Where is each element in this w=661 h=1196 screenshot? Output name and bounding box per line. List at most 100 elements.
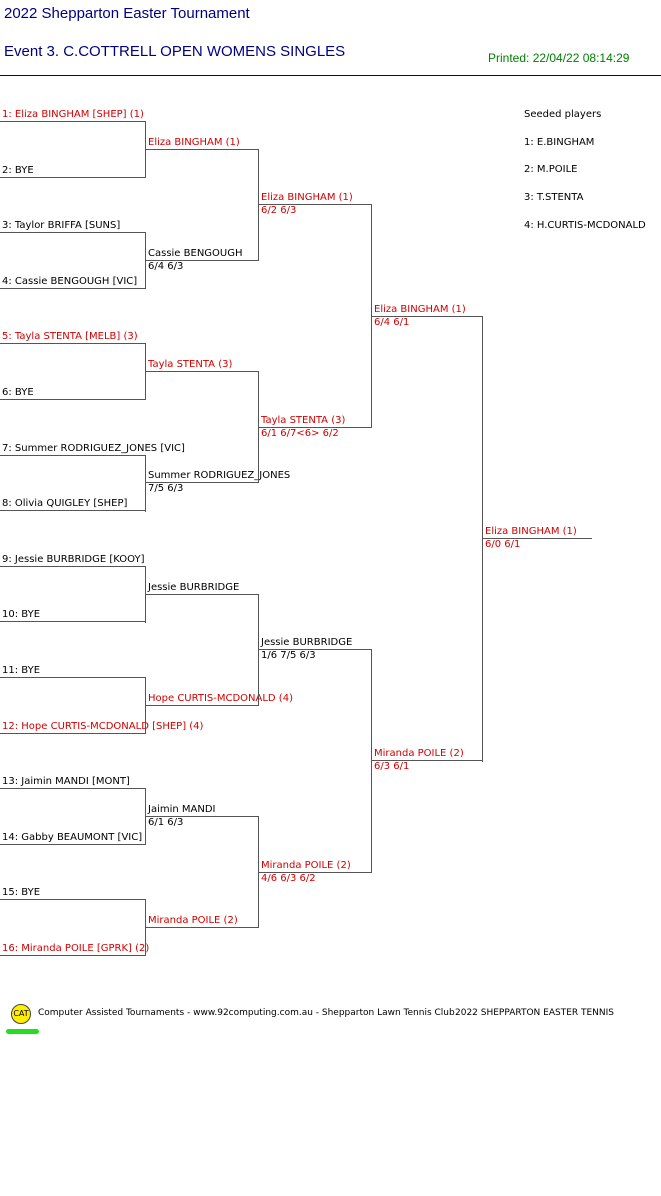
player-name: 10: BYE bbox=[2, 609, 41, 620]
bracket-line bbox=[258, 594, 259, 706]
footer-credit: Computer Assisted Tournaments - www.92co… bbox=[38, 1008, 455, 1018]
player-name: 12: Hope CURTIS-MCDONALD [SHEP] (4) bbox=[2, 721, 204, 732]
bracket-line bbox=[0, 955, 146, 956]
bracket-line bbox=[0, 343, 146, 344]
player-name: Cassie BENGOUGH bbox=[148, 248, 243, 259]
tournament-title: 2022 Shepparton Easter Tournament bbox=[4, 5, 250, 22]
bracket-line bbox=[0, 510, 146, 511]
match-score: 6/3 6/1 bbox=[374, 761, 410, 772]
bracket-line bbox=[145, 121, 146, 178]
bracket-line bbox=[258, 816, 259, 928]
player-name: Jessie BURBRIDGE bbox=[261, 637, 353, 648]
bracket-line bbox=[259, 872, 372, 873]
bracket-line bbox=[259, 204, 372, 205]
match-score: 6/0 6/1 bbox=[485, 539, 521, 550]
seed-entry: 4: H.CURTIS-MCDONALD bbox=[524, 220, 646, 231]
bracket-line bbox=[0, 788, 146, 789]
bracket-line bbox=[0, 399, 146, 400]
bracket-line bbox=[0, 288, 146, 289]
bracket-line bbox=[0, 844, 146, 845]
bracket-line bbox=[145, 677, 146, 734]
bracket-line bbox=[145, 232, 146, 289]
player-name: 2: BYE bbox=[2, 165, 34, 176]
match-score: 6/4 6/1 bbox=[374, 317, 410, 328]
bracket-line bbox=[258, 371, 259, 483]
cat-logo: CAT bbox=[11, 1004, 31, 1024]
bracket-line bbox=[259, 649, 372, 650]
seed-entry: 2: M.POILE bbox=[524, 164, 578, 175]
seeded-players-heading: Seeded players bbox=[524, 109, 602, 120]
bracket-line bbox=[146, 927, 259, 928]
header-divider bbox=[0, 75, 661, 76]
bracket-line bbox=[145, 788, 146, 845]
bracket-line bbox=[145, 899, 146, 956]
player-name: Jaimin MANDI bbox=[148, 804, 216, 815]
bracket-line bbox=[0, 677, 146, 678]
bracket-line bbox=[146, 705, 259, 706]
player-name: 7: Summer RODRIGUEZ_JONES [VIC] bbox=[2, 443, 185, 454]
bracket-line bbox=[0, 621, 146, 622]
bracket-line bbox=[146, 371, 259, 372]
player-name: Eliza BINGHAM (1) bbox=[148, 137, 240, 148]
bracket-line bbox=[371, 204, 372, 427]
player-name: 6: BYE bbox=[2, 387, 34, 398]
player-name: 4: Cassie BENGOUGH [VIC] bbox=[2, 276, 138, 287]
player-name: Tayla STENTA (3) bbox=[148, 359, 233, 370]
player-name: Hope CURTIS-MCDONALD (4) bbox=[148, 693, 293, 704]
player-name: 15: BYE bbox=[2, 887, 41, 898]
player-name: 8: Olivia QUIGLEY [SHEP] bbox=[2, 498, 128, 509]
bracket-line bbox=[145, 566, 146, 623]
bracket-line bbox=[146, 816, 259, 817]
printed-timestamp: Printed: 22/04/22 08:14:29 bbox=[488, 51, 630, 65]
player-name: Eliza BINGHAM (1) bbox=[261, 192, 353, 203]
player-name: 16: Miranda POILE [GPRK] (2) bbox=[2, 943, 150, 954]
seed-entry: 1: E.BINGHAM bbox=[524, 137, 595, 148]
bracket-line bbox=[0, 232, 146, 233]
player-name: Miranda POILE (2) bbox=[261, 860, 351, 871]
bracket-line bbox=[483, 538, 592, 539]
player-name: 11: BYE bbox=[2, 665, 41, 676]
bracket-line bbox=[259, 427, 372, 428]
match-score: 6/1 6/3 bbox=[148, 817, 184, 828]
bracket-line bbox=[482, 316, 483, 762]
bracket-line bbox=[258, 149, 259, 261]
player-name: Eliza BINGHAM (1) bbox=[485, 526, 577, 537]
bracket-line bbox=[0, 899, 146, 900]
player-name: 3: Taylor BRIFFA [SUNS] bbox=[2, 220, 121, 231]
bracket-line bbox=[0, 455, 146, 456]
player-name: Miranda POILE (2) bbox=[148, 915, 238, 926]
bracket-line bbox=[145, 343, 146, 400]
bracket-line bbox=[372, 760, 483, 761]
bracket-line bbox=[0, 177, 146, 178]
footer-event: 2022 SHEPPARTON EASTER TENNIS bbox=[455, 1008, 615, 1018]
bracket-line bbox=[0, 566, 146, 567]
bracket-line bbox=[0, 121, 146, 122]
player-name: Summer RODRIGUEZ_JONES bbox=[148, 470, 291, 481]
player-name: Miranda POILE (2) bbox=[374, 748, 464, 759]
bracket-line bbox=[146, 149, 259, 150]
bracket-line bbox=[0, 733, 146, 734]
event-title: Event 3. C.COTTRELL OPEN WOMENS SINGLES bbox=[4, 43, 346, 60]
player-name: 13: Jaimin MANDI [MONT] bbox=[2, 776, 130, 787]
bracket-line bbox=[146, 260, 259, 261]
bracket-line bbox=[371, 649, 372, 872]
bracket-line bbox=[372, 316, 483, 317]
match-score: 1/6 7/5 6/3 bbox=[261, 650, 316, 661]
bracket-line bbox=[145, 455, 146, 512]
player-name: Jessie BURBRIDGE bbox=[148, 582, 240, 593]
player-name: 1: Eliza BINGHAM [SHEP] (1) bbox=[2, 109, 144, 120]
player-name: Eliza BINGHAM (1) bbox=[374, 304, 466, 315]
player-name: 5: Tayla STENTA [MELB] (3) bbox=[2, 331, 138, 342]
seed-entry: 3: T.STENTA bbox=[524, 192, 584, 203]
match-score: 6/1 6/7<6> 6/2 bbox=[261, 428, 339, 439]
cat-logo-underline bbox=[6, 1029, 39, 1034]
bracket-line bbox=[146, 594, 259, 595]
bracket-line bbox=[146, 482, 259, 483]
match-score: 4/6 6/3 6/2 bbox=[261, 873, 316, 884]
player-name: 9: Jessie BURBRIDGE [KOOY] bbox=[2, 554, 145, 565]
match-score: 6/4 6/3 bbox=[148, 261, 184, 272]
match-score: 7/5 6/3 bbox=[148, 483, 184, 494]
match-score: 6/2 6/3 bbox=[261, 205, 297, 216]
player-name: Tayla STENTA (3) bbox=[261, 415, 346, 426]
player-name: 14: Gabby BEAUMONT [VIC] bbox=[2, 832, 143, 843]
